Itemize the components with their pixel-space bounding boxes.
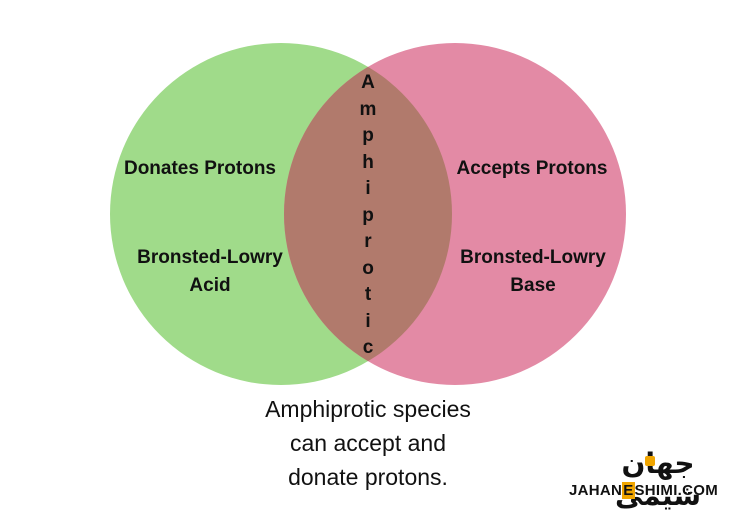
watermark-mark: جهان شیمی [614, 447, 702, 512]
left-circle-label-type-line2: Acid [189, 275, 231, 296]
overlap-letter: m [359, 98, 377, 120]
overlap-letter: p [362, 125, 374, 146]
overlap-letter: o [362, 257, 374, 279]
caption-line-2: can accept and [289, 430, 446, 456]
right-circle-label-type: Bronsted-Lowry Base [444, 244, 622, 300]
right-circle-label-accepts: Accepts Protons [456, 158, 608, 179]
left-circle-label-type-line1: Bronsted-Lowry [137, 247, 283, 268]
overlap-letter: p [362, 204, 374, 226]
left-circle-label-donates: Donates Protons [123, 158, 277, 179]
watermark-text: JAHANESHIMI.COM [569, 482, 718, 500]
caption-line-3: donate protons. [288, 464, 448, 490]
left-circle-label-type: Bronsted-Lowry Acid [120, 244, 300, 300]
overlap-region [284, 43, 452, 385]
watermark-text-e: E [622, 482, 635, 499]
right-circle-label-type-line2: Base [510, 275, 556, 296]
watermark-dot [645, 456, 655, 466]
venn-diagram [110, 43, 626, 385]
caption: Amphiprotic species can accept and donat… [218, 392, 518, 494]
overlap-letter: i [365, 310, 371, 332]
overlap-letter: c [362, 337, 374, 358]
watermark-text-jahan: JAHAN [569, 482, 623, 499]
overlap-letter: A [361, 72, 375, 93]
right-circle-label-type-line1: Bronsted-Lowry [460, 247, 606, 268]
overlap-letter: i [365, 178, 371, 199]
caption-line-1: Amphiprotic species [265, 396, 471, 422]
overlap-letter: h [362, 151, 374, 173]
overlap-letter: t [364, 284, 372, 305]
watermark-text-shimi: SHIMI.COM [634, 482, 719, 499]
overlap-letter: r [364, 231, 372, 252]
watermark-logo: جهان شیمی JAHANESHIMI.COM [563, 447, 733, 512]
